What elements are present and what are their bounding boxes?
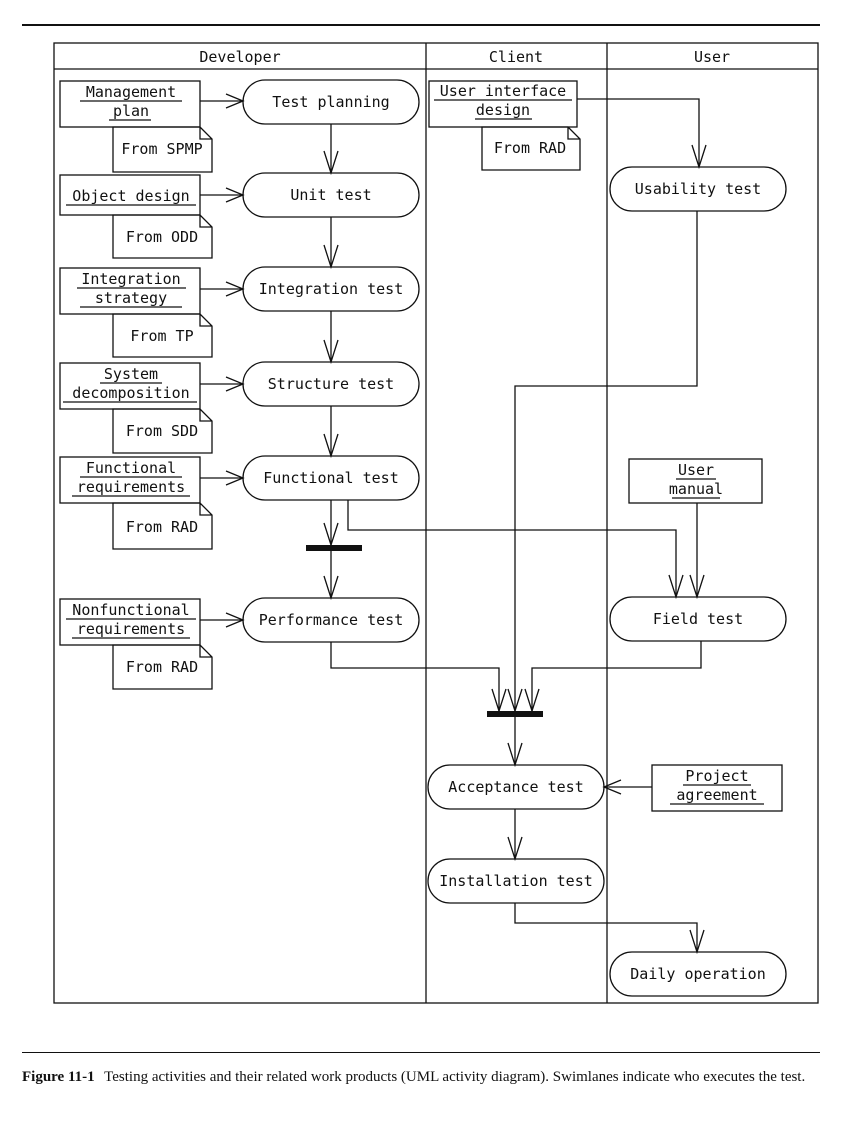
activity-diagram: Developer Client User Test planning Unit…: [53, 42, 819, 1004]
fork-bar: [306, 545, 362, 551]
arrowhead: [225, 187, 245, 203]
arrowhead: [323, 339, 339, 365]
functional-requirements-label-1: Functional: [86, 459, 176, 477]
note-from-rad-ui: [481, 126, 581, 171]
caption-text: Testing activities and their related wor…: [104, 1069, 806, 1085]
flow-usability-to-join: [514, 211, 698, 711]
usability-test-label: Usability test: [635, 180, 761, 198]
management-plan-label-2: plan: [113, 102, 149, 120]
flow-performance-to-join: [330, 642, 500, 711]
from-sdd-label: From SDD: [126, 422, 198, 440]
daily-operation-label: Daily operation: [630, 965, 765, 983]
swimlane-client-label: Client: [489, 48, 543, 66]
flow-user-interface-design: [577, 98, 700, 167]
system-decomposition-label-1: System: [104, 365, 158, 383]
arrowhead: [225, 612, 245, 628]
integration-strategy-label-1: Integration: [81, 270, 180, 288]
structure-test-label: Structure test: [268, 375, 394, 393]
arrowhead: [668, 574, 684, 600]
arrowhead: [507, 742, 523, 768]
top-rule: [22, 24, 820, 26]
user-interface-design-label-1: User interface: [440, 82, 566, 100]
object-project-agreement: [651, 764, 783, 812]
note-from-odd: [112, 214, 213, 259]
activity-installation-test: [427, 858, 605, 904]
system-decomposition-label-2: decomposition: [72, 384, 189, 402]
from-rad-ui-label: From RAD: [494, 139, 566, 157]
integration-strategy-label-2: strategy: [95, 289, 167, 307]
field-test-label: Field test: [653, 610, 743, 628]
arrowhead: [323, 575, 339, 601]
arrowhead: [507, 836, 523, 862]
activity-field-test: [609, 596, 787, 642]
flow-functional-to-field: [347, 500, 677, 597]
activity-usability-test: [609, 166, 787, 212]
arrowhead: [323, 244, 339, 270]
figure-label: Figure 11-1: [22, 1069, 95, 1085]
figure-caption: Figure 11-1 Testing activities and their…: [22, 1066, 822, 1088]
note-from-rad-nonfunctional: [112, 644, 213, 690]
arrowhead: [225, 376, 245, 392]
activity-daily-operation: [609, 951, 787, 997]
flow-installation-to-daily: [514, 903, 698, 952]
from-rad-functional-label: From RAD: [126, 518, 198, 536]
arrowhead: [689, 929, 705, 955]
caption-rule: [22, 1052, 820, 1053]
swimlane-developer-label: Developer: [199, 48, 280, 66]
arrowhead: [323, 433, 339, 459]
user-manual-label-2: manual: [669, 480, 723, 498]
from-rad-nonfunctional-label: From RAD: [126, 658, 198, 676]
from-spmp-label: From SPMP: [121, 140, 202, 158]
swimlane-frame: [53, 42, 819, 1004]
from-tp-label: From TP: [130, 327, 193, 345]
nonfunctional-requirements-label-2: requirements: [77, 620, 185, 638]
management-plan-label-1: Management: [86, 83, 176, 101]
arrowhead: [225, 281, 245, 297]
functional-test-label: Functional test: [263, 469, 398, 487]
swimlane-user-label: User: [694, 48, 730, 66]
arrowhead: [691, 144, 707, 170]
note-from-spmp: [112, 126, 213, 173]
note-from-sdd: [112, 408, 213, 454]
object-design-label: Object design: [72, 187, 189, 205]
arrowhead: [225, 93, 245, 109]
flow-field-to-join: [531, 641, 702, 711]
from-odd-label: From ODD: [126, 228, 198, 246]
object-user-manual: [628, 458, 763, 504]
arrowhead: [323, 150, 339, 176]
note-from-tp: [112, 313, 213, 358]
user-manual-label-1: User: [678, 461, 714, 479]
project-agreement-label-1: Project: [685, 767, 748, 785]
arrowhead: [225, 470, 245, 486]
unit-test-label: Unit test: [290, 186, 371, 204]
test-planning-label: Test planning: [272, 93, 389, 111]
performance-test-label: Performance test: [259, 611, 404, 629]
user-interface-design-label-2: design: [476, 101, 530, 119]
nonfunctional-requirements-label-1: Nonfunctional: [72, 601, 189, 619]
installation-test-label: Installation test: [439, 872, 593, 890]
join-bar: [487, 711, 543, 717]
project-agreement-label-2: agreement: [676, 786, 757, 804]
arrowhead: [602, 779, 622, 795]
arrowhead: [689, 574, 705, 600]
acceptance-test-label: Acceptance test: [448, 778, 583, 796]
integration-test-label: Integration test: [259, 280, 404, 298]
functional-requirements-label-2: requirements: [77, 478, 185, 496]
note-from-rad-functional: [112, 502, 213, 550]
